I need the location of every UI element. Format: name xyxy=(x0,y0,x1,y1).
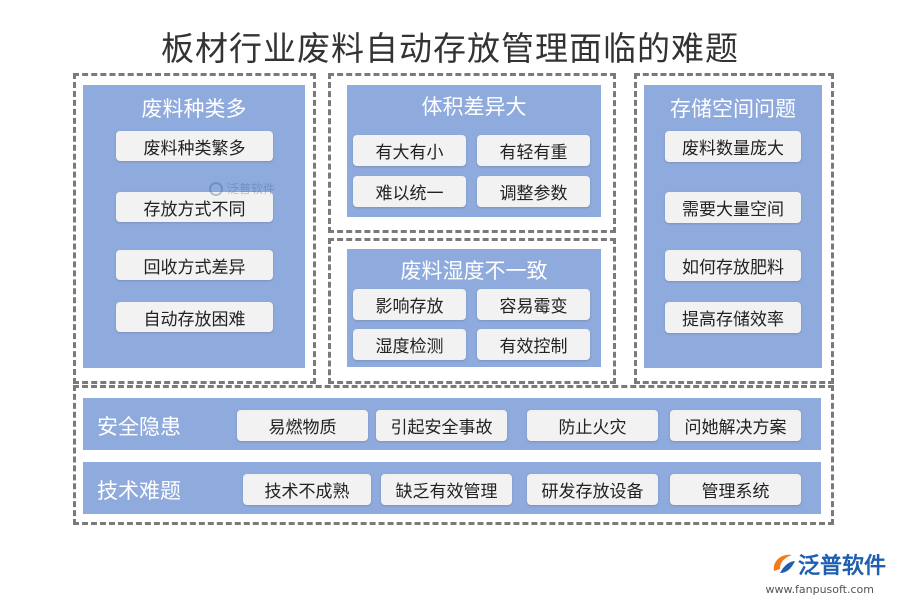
item-chip: 易燃物质 xyxy=(237,410,368,441)
item-chip: 需要大量空间 xyxy=(665,192,801,223)
fanpu-logo-icon xyxy=(773,554,795,573)
item-chip: 有大有小 xyxy=(353,135,466,166)
item-chip: 回收方式差异 xyxy=(116,250,273,280)
item-chip: 如何存放肥料 xyxy=(665,250,801,281)
panel-waste-types: 废料种类多 废料种类繁多 存放方式不同 回收方式差异 自动存放困难 xyxy=(83,85,305,368)
row-label: 安全隐患 xyxy=(97,415,181,439)
item-chip: 难以统一 xyxy=(353,176,466,207)
item-chip: 问她解决方案 xyxy=(670,410,801,441)
item-chip: 缺乏有效管理 xyxy=(381,474,512,505)
panel-volume: 体积差异大 有大有小 有轻有重 难以统一 调整参数 xyxy=(347,85,601,217)
logo-url: www.fanpusoft.com xyxy=(765,583,874,596)
fanpu-watermark-icon xyxy=(209,181,223,196)
item-chip: 提高存储效率 xyxy=(665,302,801,333)
panel-title: 废料湿度不一致 xyxy=(400,259,548,283)
watermark-text: 泛普软件 xyxy=(227,182,276,196)
item-chip: 有效控制 xyxy=(477,329,590,360)
humidity-group-frame xyxy=(328,238,616,384)
panel-storage-space: 存储空间问题 废料数量庞大 需要大量空间 如何存放肥料 提高存储效率 xyxy=(644,85,822,368)
item-chip: 废料数量庞大 xyxy=(665,131,801,162)
item-chip: 管理系统 xyxy=(670,474,801,505)
watermark: 泛普软件 xyxy=(208,180,275,197)
item-chip: 防止火灾 xyxy=(527,410,658,441)
volume-group-frame xyxy=(328,73,616,233)
item-chip: 调整参数 xyxy=(477,176,590,207)
panel-title: 存储空间问题 xyxy=(670,97,796,121)
item-chip: 自动存放困难 xyxy=(116,302,273,332)
item-chip: 影响存放 xyxy=(353,289,466,320)
panel-title: 废料种类多 xyxy=(141,97,247,121)
page-title: 板材行业废料自动存放管理面临的难题 xyxy=(161,29,739,68)
left-group-frame xyxy=(73,73,316,384)
row-technical: 技术难题 技术不成熟 缺乏有效管理 研发存放设备 管理系统 xyxy=(83,462,821,514)
item-chip: 存放方式不同 xyxy=(116,192,273,222)
row-label: 技术难题 xyxy=(97,479,181,503)
item-chip: 引起安全事故 xyxy=(376,410,507,441)
brand-logo: 泛普软件 xyxy=(768,548,886,580)
item-chip: 技术不成熟 xyxy=(243,474,371,505)
item-chip: 湿度检测 xyxy=(353,329,466,360)
item-chip: 研发存放设备 xyxy=(527,474,658,505)
panel-title: 体积差异大 xyxy=(421,95,527,119)
row-safety: 安全隐患 易燃物质 引起安全事故 防止火灾 问她解决方案 xyxy=(83,398,821,450)
bottom-group-frame xyxy=(73,385,834,525)
item-chip: 有轻有重 xyxy=(477,135,590,166)
item-chip: 废料种类繁多 xyxy=(116,131,273,161)
item-chip: 容易霉变 xyxy=(477,289,590,320)
right-group-frame xyxy=(634,73,834,384)
logo-text: 泛普软件 xyxy=(797,554,886,579)
panel-humidity: 废料湿度不一致 影响存放 容易霉变 湿度检测 有效控制 xyxy=(347,249,601,367)
